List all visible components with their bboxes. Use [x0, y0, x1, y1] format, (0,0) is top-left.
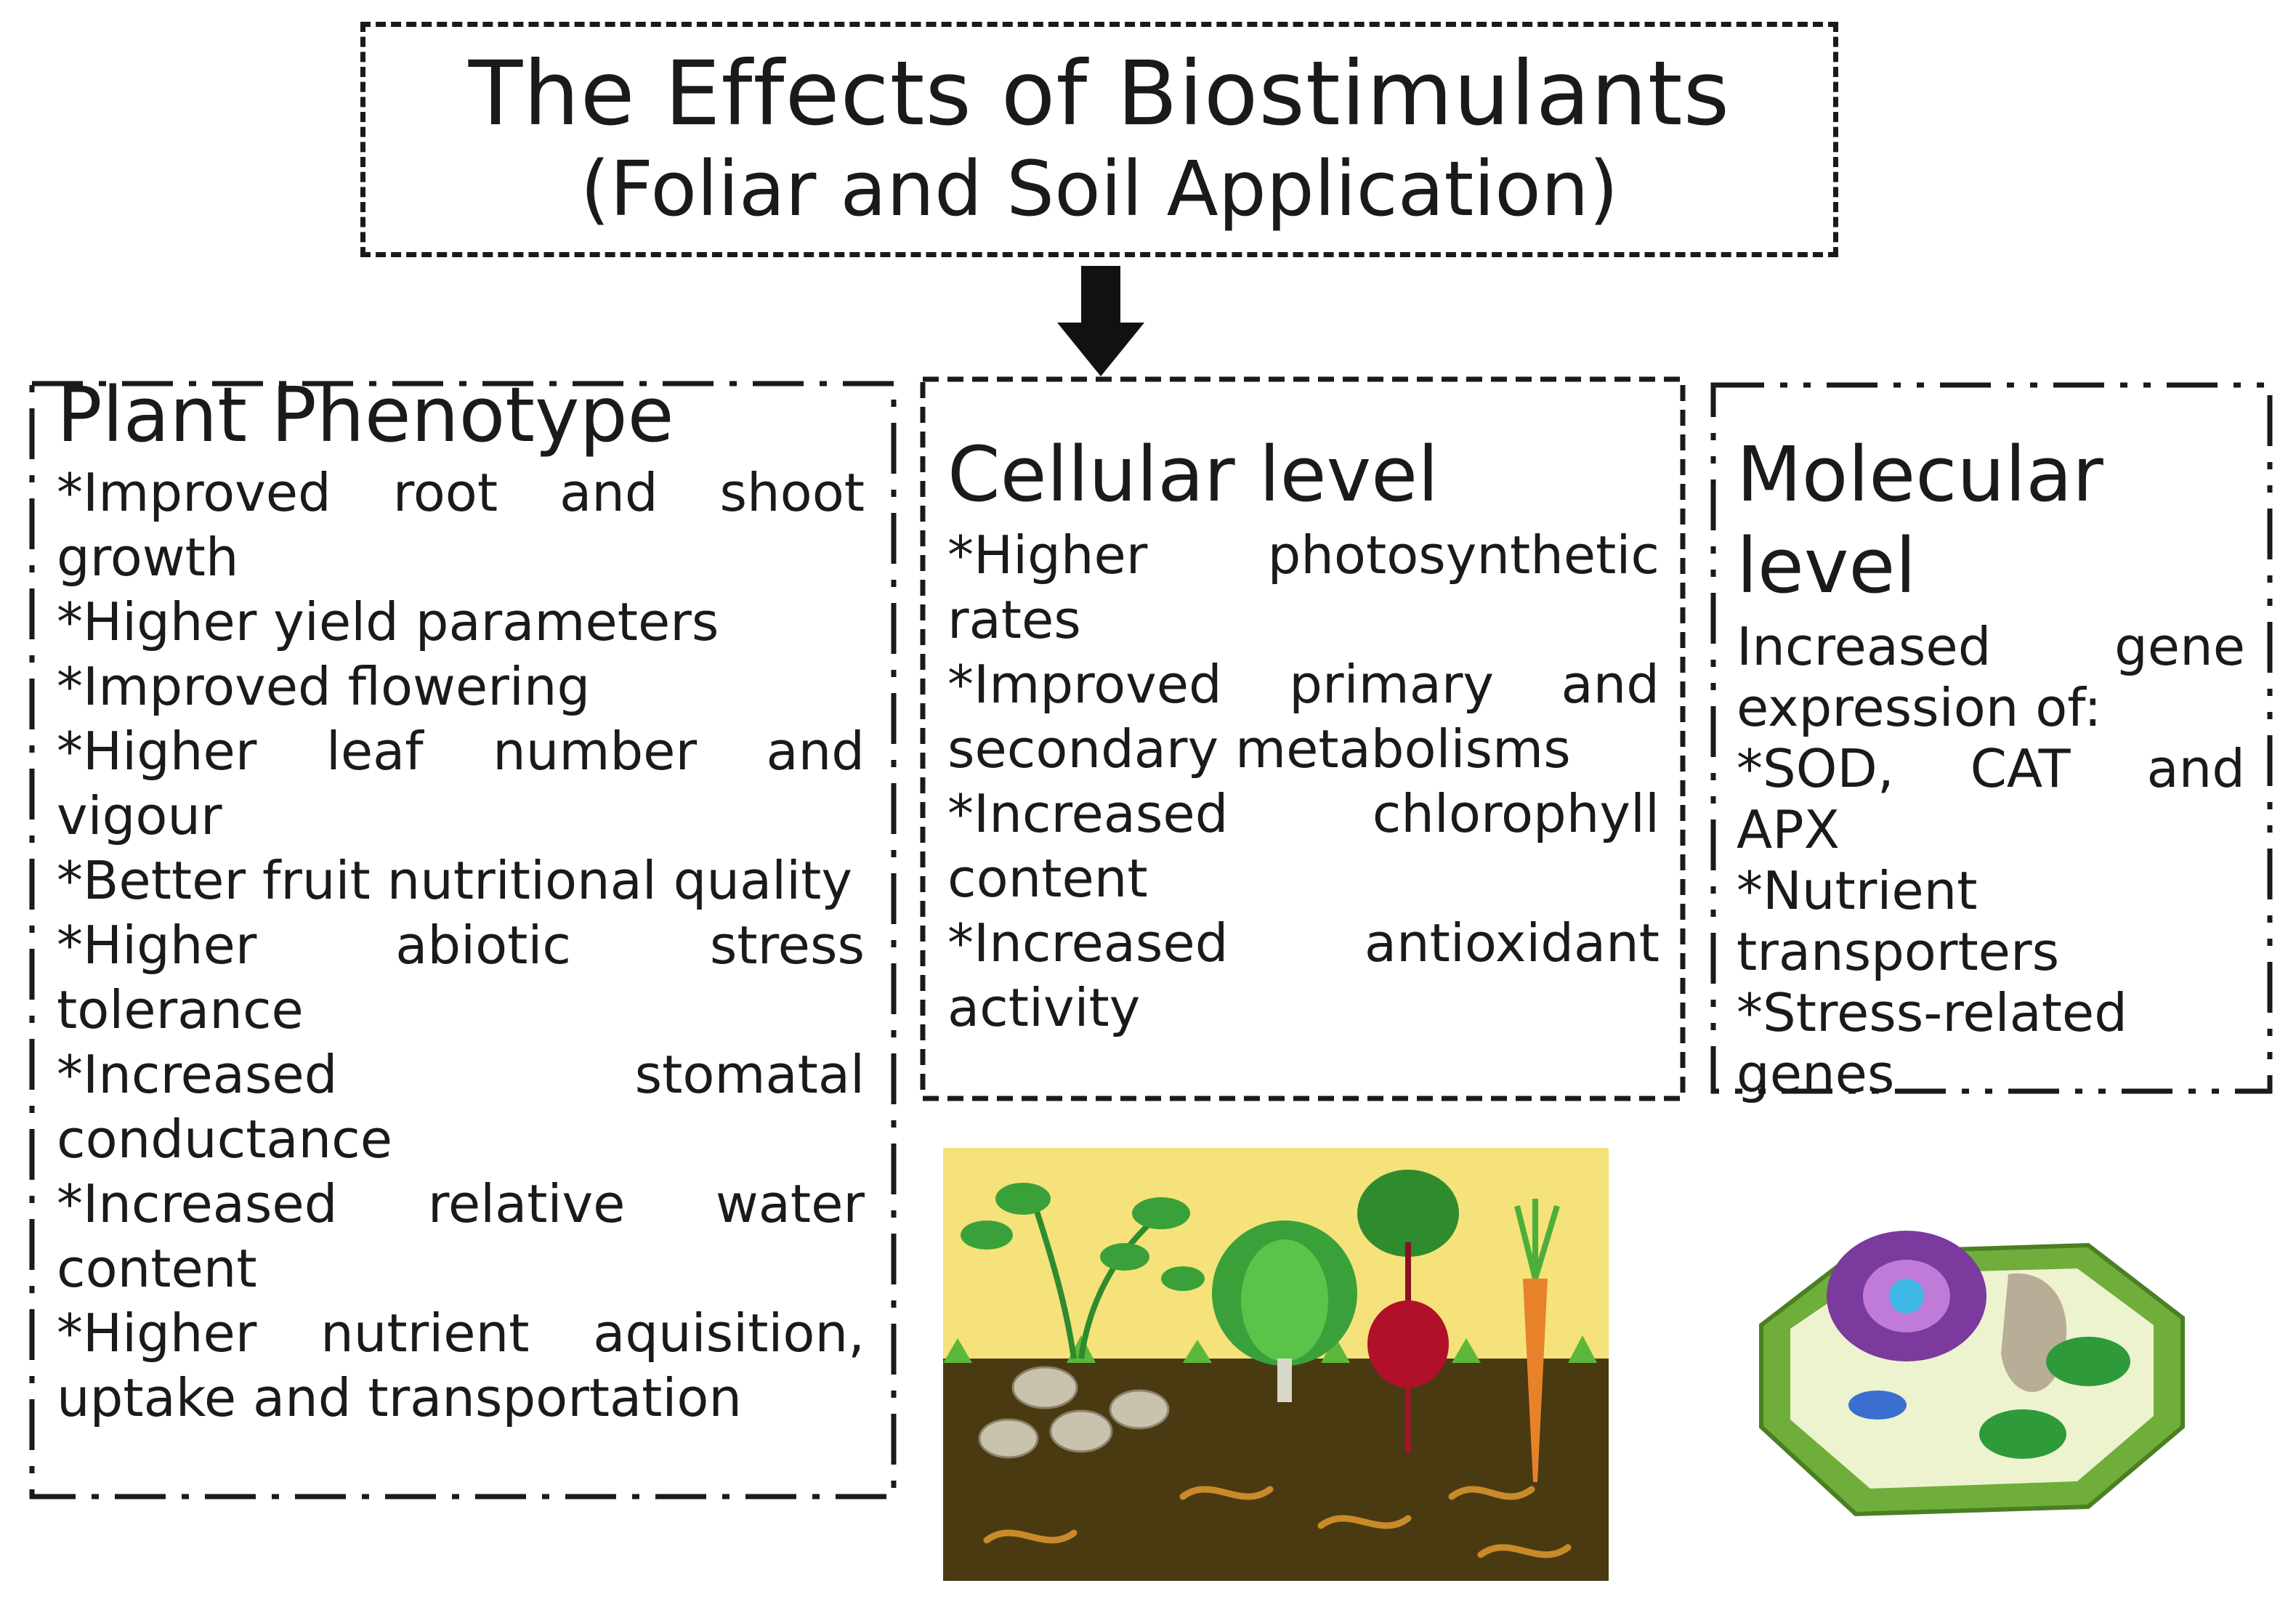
list-item: *Increased stomatal conductance [57, 1044, 865, 1170]
chloroplast [2046, 1337, 2130, 1386]
diagram-subtitle: (Foliar and Soil Application) [580, 145, 1619, 233]
list-item: *SOD, CAT and APX [1737, 738, 2245, 860]
list-item: Increased gene expression of: [1737, 616, 2245, 738]
phenotype-frame [29, 381, 897, 1499]
soil-vegetables-illustration [943, 1148, 1609, 1581]
list-item: *Increased chlorophyll content [947, 783, 1660, 909]
carrot [1514, 1199, 1560, 1482]
title-box: The Effects of Biostimulants (Foliar and… [360, 22, 1838, 257]
plant-cell-illustration [1759, 1231, 2185, 1517]
potato-plant [961, 1183, 1205, 1459]
list-item: *Improved root and shoot growth [57, 462, 865, 588]
cellular-title: Cellular level [947, 430, 1439, 519]
beetroot [1357, 1170, 1459, 1453]
earthworms [983, 1486, 1572, 1558]
list-item: *Higher photosynthetic rates [947, 525, 1660, 650]
lettuce [1212, 1221, 1357, 1402]
list-item: *Improved flowering [57, 656, 591, 717]
nucleolus [1889, 1279, 1924, 1313]
golgi-apparatus [1848, 1391, 1907, 1420]
list-item: *Nutrient transporters [1737, 860, 2060, 982]
molecular-title: Molecular level [1737, 430, 2103, 610]
cellular-frame [920, 376, 1686, 1101]
list-item: *Increased antioxidant activity [947, 912, 1660, 1038]
list-item: *Higher abiotic stress tolerance [57, 915, 865, 1040]
down-arrow-icon [1057, 266, 1144, 376]
molecular-frame [1710, 382, 2273, 1094]
diagram-title: The Effects of Biostimulants [468, 42, 1731, 145]
list-item: *Higher yield parameters [57, 591, 719, 652]
molecular-list: Increased gene expression of: *SOD, CAT … [1737, 616, 2245, 1104]
cellular-list: *Higher photosynthetic rates *Improved p… [947, 523, 1660, 1040]
phenotype-list: *Improved root and shoot growth *Higher … [57, 461, 865, 1430]
list-item: *Stress-related genes [1737, 982, 2127, 1104]
list-item: *Better fruit nutritional quality [57, 850, 852, 911]
list-item: *Higher nutrient aquisition, uptake and … [57, 1303, 865, 1428]
list-item: *Increased relative water content [57, 1173, 865, 1299]
phenotype-title: Plant Phenotype [57, 371, 674, 459]
list-item: *Higher leaf number and vigour [57, 721, 865, 846]
list-item: *Improved primary and secondary metaboli… [947, 654, 1660, 780]
chloroplast [1979, 1409, 2066, 1459]
